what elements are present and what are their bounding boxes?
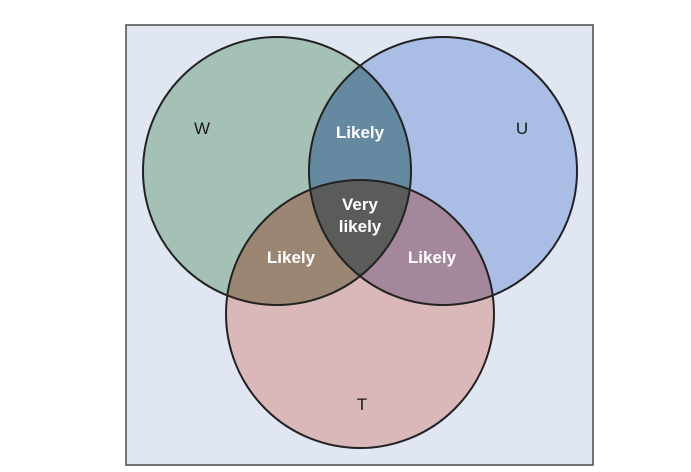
set-t-outline <box>225 179 495 449</box>
intersection-w-t-shade <box>226 180 411 305</box>
region-w-t-label: Likely <box>267 248 316 267</box>
region-w-u-t-label-line-2: likely <box>339 217 382 236</box>
region-w-u-t-label-line-1: Very <box>342 195 378 214</box>
set-t-label: T <box>357 395 367 414</box>
set-u-outline <box>308 36 578 306</box>
set-w-label: W <box>194 119 210 138</box>
region-w-u-label: Likely <box>336 123 385 142</box>
intersection-u-t-shade <box>309 180 494 305</box>
set-u-label: U <box>516 119 528 138</box>
region-u-t-label: Likely <box>408 248 457 267</box>
set-w-outline <box>142 36 412 306</box>
